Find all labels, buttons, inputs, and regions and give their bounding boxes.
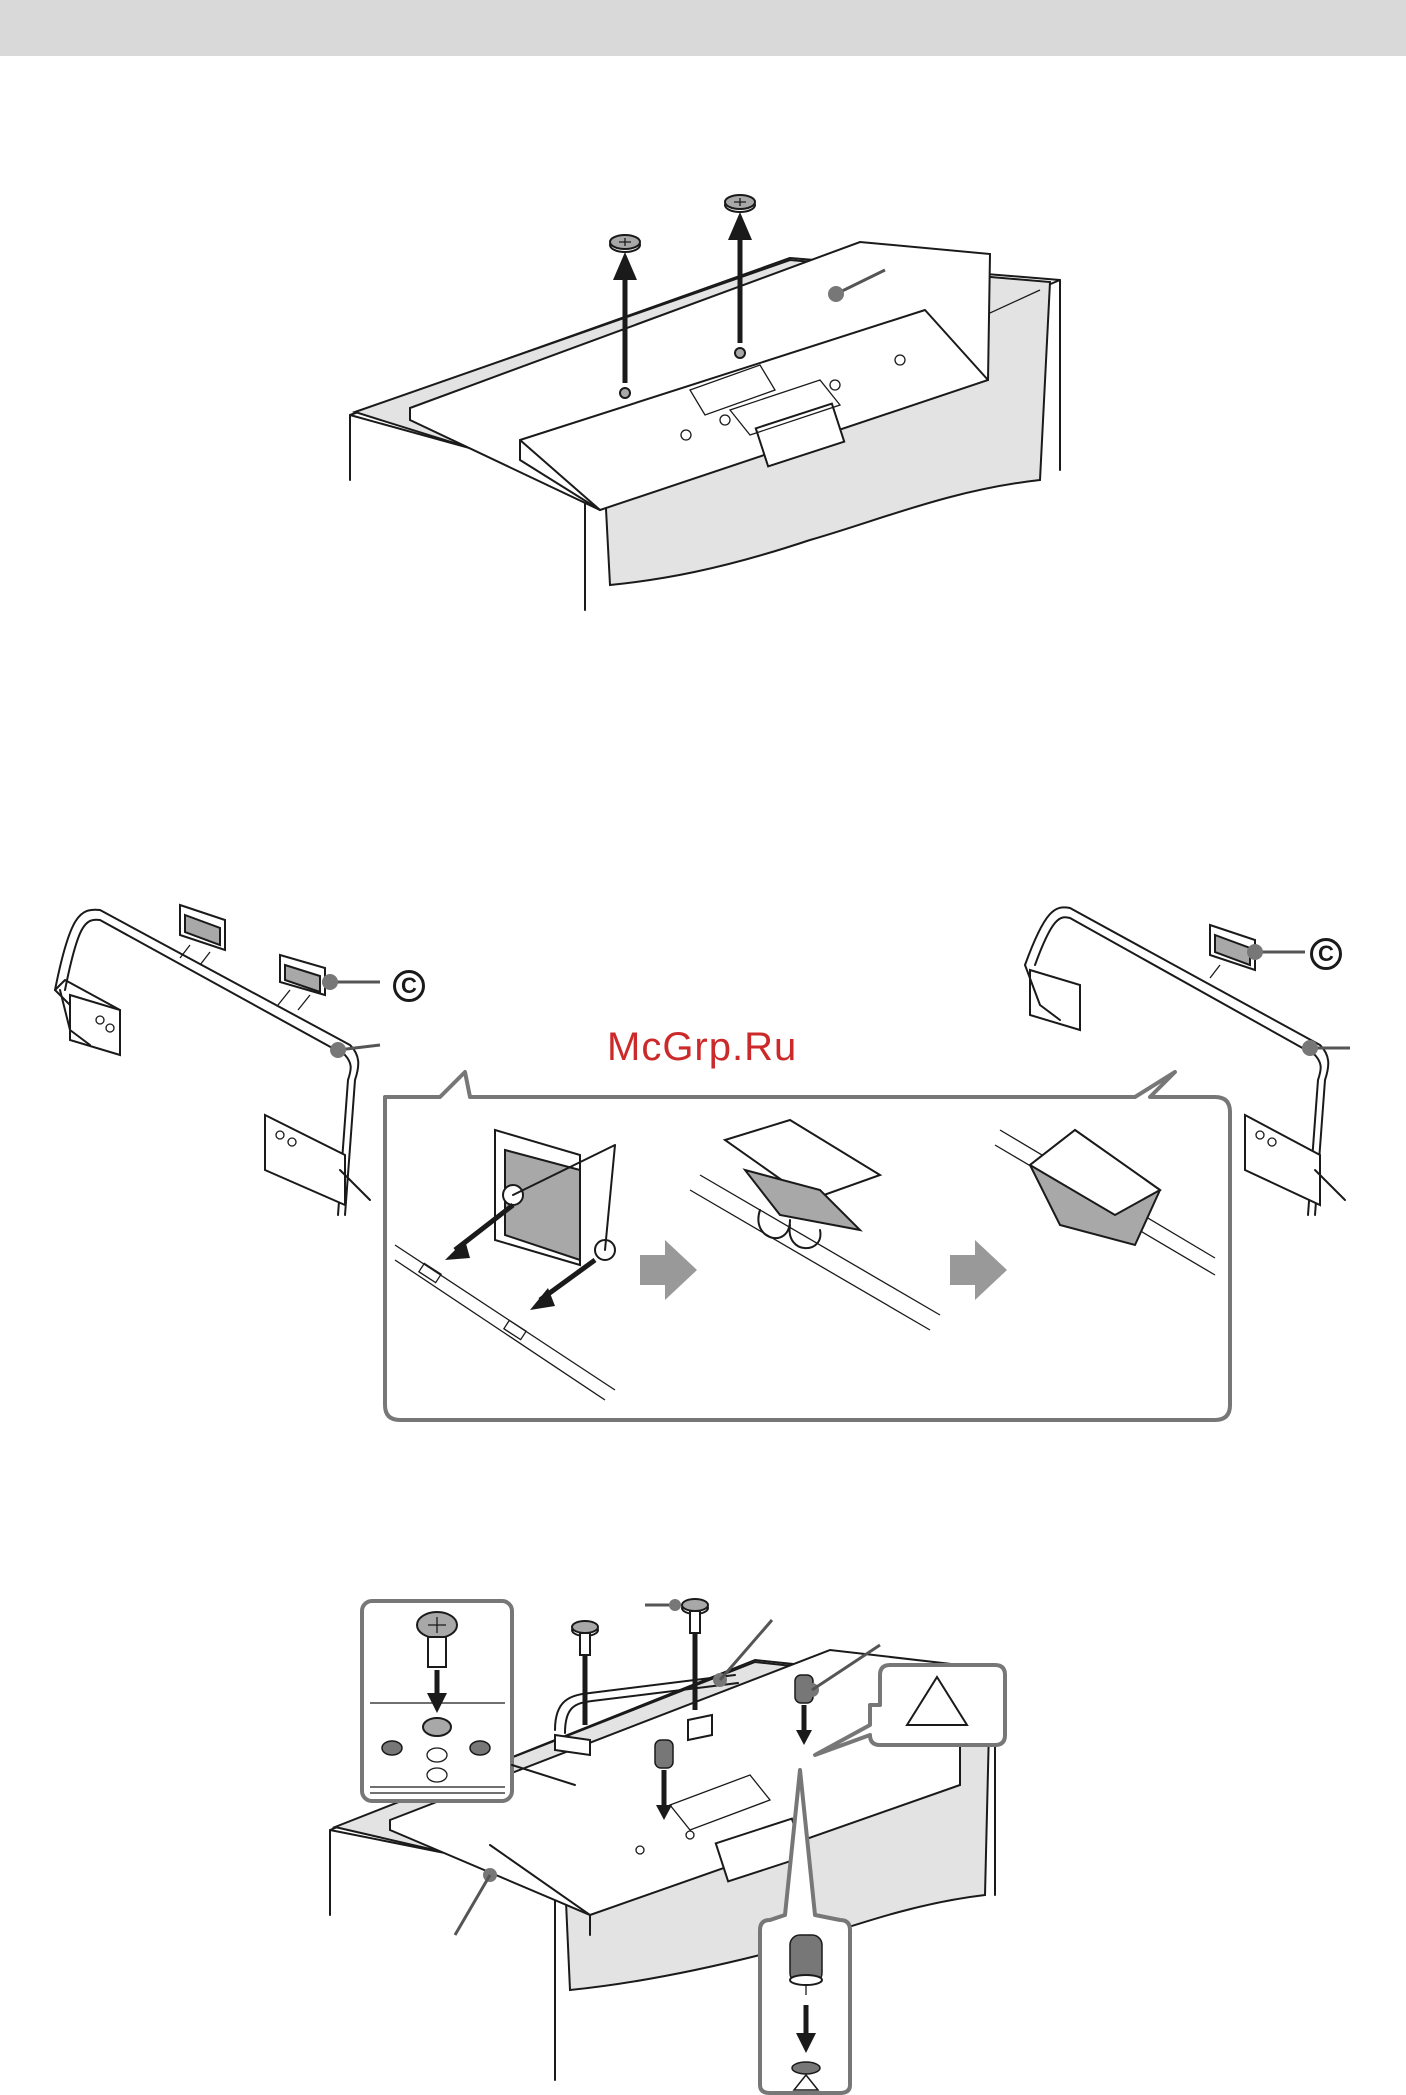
- up-arrow-icon: [728, 212, 752, 240]
- screw-icon: [610, 235, 640, 252]
- header-bar: [0, 0, 1406, 56]
- part-label-c: C: [393, 970, 425, 1002]
- stand-left: [55, 910, 370, 1215]
- up-arrow-icon: [613, 252, 637, 280]
- part-label-c: C: [1310, 938, 1342, 970]
- detail-callout-panel: [385, 1072, 1230, 1420]
- figure-remove-screws: [0, 190, 1406, 620]
- figure-attach-clips: [0, 870, 1406, 1430]
- figure-attach-stand: [0, 1575, 1406, 2095]
- clip-icon: [278, 955, 325, 1010]
- screw-icon: [572, 1621, 598, 1655]
- screw-icon: [682, 1599, 708, 1633]
- screw-icon: [725, 195, 755, 212]
